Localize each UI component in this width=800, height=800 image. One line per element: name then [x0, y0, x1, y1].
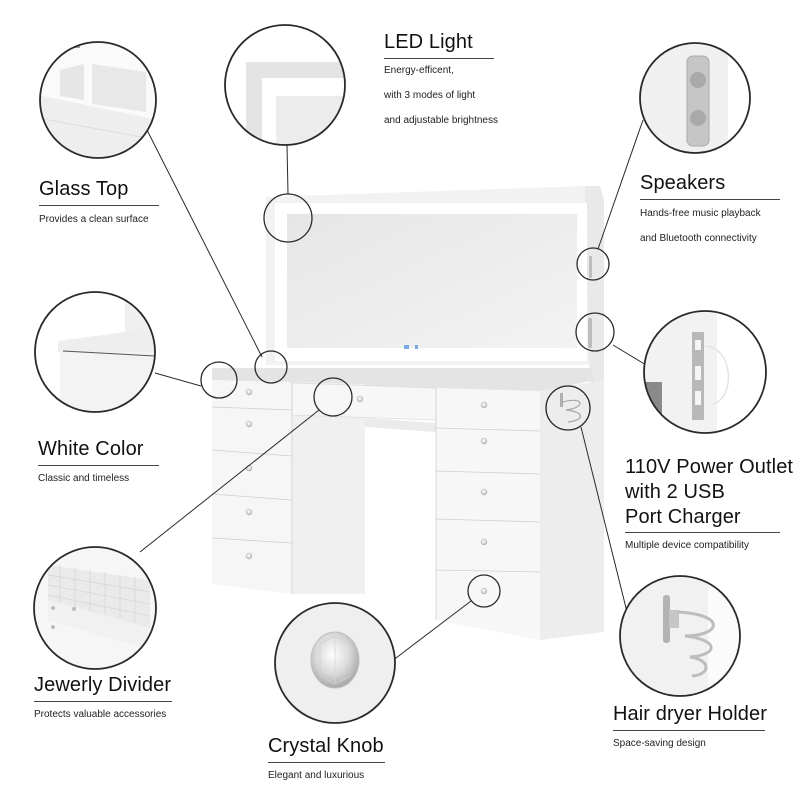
- feature-desc: Protects valuable accessories: [34, 709, 167, 720]
- divider: [384, 58, 494, 59]
- hair-dryer-coil: [562, 399, 582, 423]
- feature-hair-dryer-holder: Hair dryer Holder Space-saving design: [613, 702, 767, 750]
- feature-crystal-knob: Crystal Knob Elegant and luxurious: [268, 734, 385, 782]
- divider: [38, 465, 159, 466]
- feature-title: Hair dryer Holder: [613, 703, 767, 725]
- feature-desc: and Bluetooth connectivity: [640, 233, 757, 244]
- callout-markers: [200, 193, 615, 608]
- vanity-body: [211, 186, 604, 640]
- inset-speakers: [639, 42, 751, 154]
- feature-led-light: LED Light Energy-efficent, with 3 modes …: [384, 30, 498, 127]
- inset-hair-dryer-holder: [619, 575, 741, 697]
- inset-crystal-knob: [274, 602, 396, 724]
- feature-jewelry-divider: Jewerly Divider Protects valuable access…: [34, 673, 172, 721]
- touch-button-mode: [415, 345, 418, 349]
- feature-desc: Multiple device compatibility: [625, 540, 749, 551]
- inset-jewelry-divider: [33, 546, 157, 670]
- feature-glass-top: Glass Top Provides a clean surface: [39, 177, 159, 226]
- speaker-unit: [589, 256, 592, 278]
- feature-title: Glass Top: [39, 178, 129, 200]
- connector-lines: [139, 119, 647, 662]
- feature-desc: Provides a clean surface: [39, 214, 149, 225]
- divider: [268, 762, 385, 763]
- feature-title: LED Light: [384, 31, 473, 53]
- feature-white-color: White Color Classic and timeless: [38, 437, 159, 485]
- inset-led-light: [224, 24, 346, 146]
- feature-title: Crystal Knob: [268, 735, 384, 757]
- inset-white-color: [34, 291, 156, 413]
- feature-desc: with 3 modes of light: [384, 90, 476, 101]
- feature-desc: Space-saving design: [613, 738, 706, 749]
- feature-desc: Classic and timeless: [38, 473, 130, 484]
- divider: [39, 205, 159, 206]
- divider: [625, 532, 780, 533]
- divider: [34, 701, 172, 702]
- feature-desc: and adjustable brightness: [384, 115, 498, 126]
- feature-title-line: Port Charger: [625, 506, 741, 528]
- feature-title: Speakers: [640, 172, 726, 194]
- inset-glass-top: [39, 41, 157, 159]
- divider: [613, 730, 765, 731]
- feature-desc: Energy-efficent,: [384, 65, 454, 76]
- feature-desc: Elegant and luxurious: [268, 770, 365, 781]
- feature-title-line: with 2 USB: [625, 481, 725, 503]
- feature-title-line: 110V Power Outlet: [625, 456, 794, 478]
- knob: [245, 388, 253, 396]
- divider: [640, 199, 780, 200]
- outlet-unit: [588, 318, 592, 348]
- inset-power-outlet: [643, 310, 767, 434]
- feature-title: White Color: [38, 438, 144, 460]
- touch-button-power: [404, 345, 409, 349]
- feature-power-outlet: 110V Power Outlet with 2 USB Port Charge…: [625, 455, 794, 552]
- feature-desc: Hands-free music playback: [640, 208, 761, 219]
- feature-title: Jewerly Divider: [34, 674, 172, 696]
- feature-speakers: Speakers Hands-free music playback and B…: [640, 171, 780, 245]
